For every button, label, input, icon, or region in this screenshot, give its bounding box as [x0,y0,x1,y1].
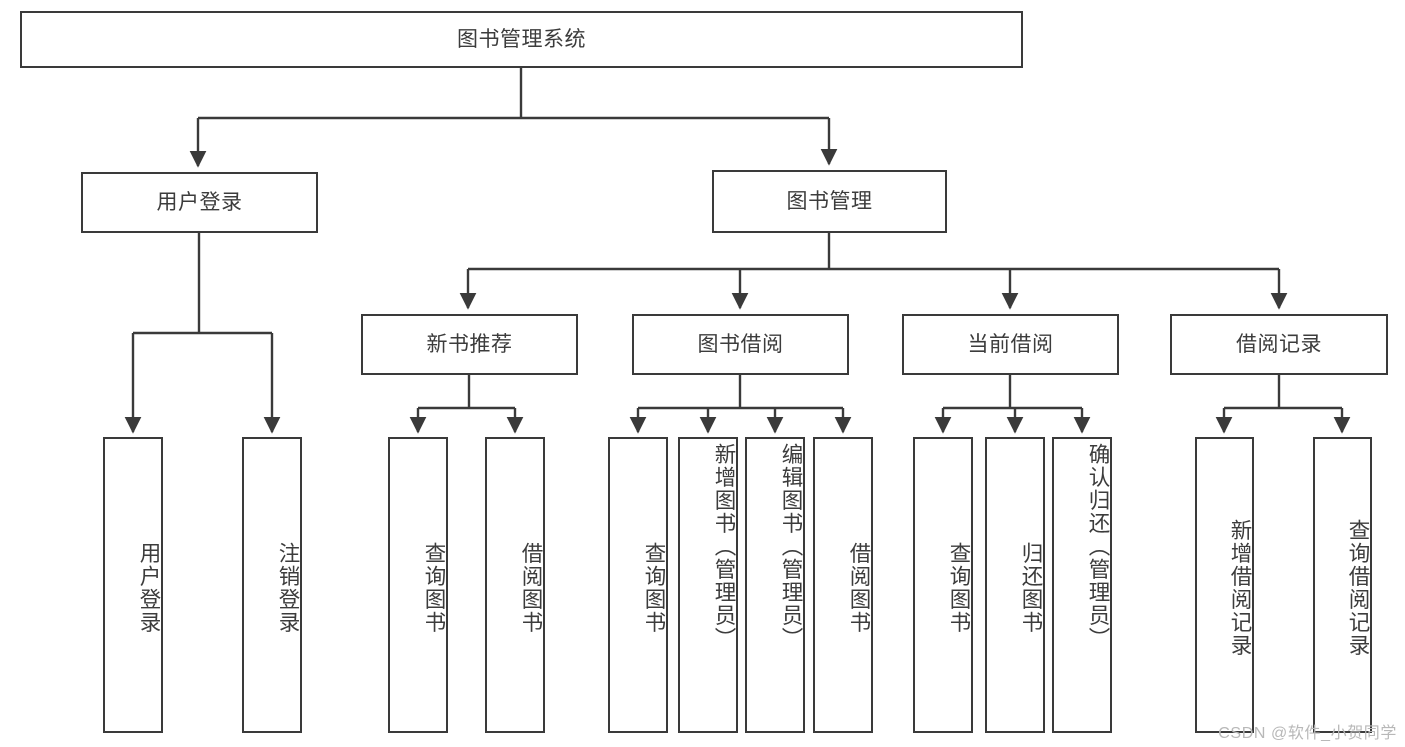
node-new-book-recommend[interactable]: 新书推荐 [361,314,578,375]
node-user-login[interactable]: 用户登录 [81,172,318,233]
node-leaf-edit-book-admin[interactable]: 编辑图书（管理员） [745,437,805,733]
node-label: 借阅记录 [1236,332,1322,356]
node-root-book-management-system[interactable]: 图书管理系统 [20,11,1023,68]
node-leaf-user-login[interactable]: 用户登录 [103,437,163,733]
node-borrow-record[interactable]: 借阅记录 [1170,314,1388,375]
node-leaf-return-book[interactable]: 归还图书 [985,437,1045,733]
node-label: 当前借阅 [967,332,1054,356]
node-label: 用户登录 [137,542,161,634]
node-leaf-borrow-book-newbook[interactable]: 借阅图书 [485,437,545,733]
node-leaf-add-book-admin[interactable]: 新增图书（管理员） [678,437,738,733]
node-leaf-query-book-borrow[interactable]: 查询图书 [608,437,668,733]
node-leaf-logout-login[interactable]: 注销登录 [242,437,302,733]
node-leaf-add-borrow-record[interactable]: 新增借阅记录 [1195,437,1254,733]
node-book-management[interactable]: 图书管理 [712,170,947,233]
node-label: 注销登录 [276,542,300,634]
node-label: 查询图书 [642,542,666,634]
node-label: 编辑图书（管理员） [779,443,803,650]
node-label: 新书推荐 [426,332,513,356]
node-leaf-confirm-return-admin[interactable]: 确认归还（管理员） [1052,437,1112,733]
node-book-borrow[interactable]: 图书借阅 [632,314,849,375]
node-current-borrow[interactable]: 当前借阅 [902,314,1119,375]
node-label: 查询图书 [947,542,971,634]
node-leaf-query-book-newbook[interactable]: 查询图书 [388,437,448,733]
node-leaf-query-borrow-record[interactable]: 查询借阅记录 [1313,437,1372,733]
node-label: 图书借阅 [697,332,784,356]
node-leaf-query-book-current[interactable]: 查询图书 [913,437,973,733]
node-label: 借阅图书 [519,542,543,634]
watermark-text: CSDN @软件_小贺同学 [1218,725,1397,742]
node-label: 图书管理系统 [457,27,586,51]
node-label: 图书管理 [786,189,873,213]
node-label: 查询借阅记录 [1346,519,1370,657]
node-label: 借阅图书 [847,542,871,634]
node-leaf-borrow-book-borrow[interactable]: 借阅图书 [813,437,873,733]
node-label: 用户登录 [156,190,243,214]
node-label: 新增借阅记录 [1228,519,1252,657]
node-label: 查询图书 [422,542,446,634]
node-label: 新增图书（管理员） [712,443,736,650]
node-label: 确认归还（管理员） [1086,443,1110,650]
node-label: 归还图书 [1019,542,1043,634]
